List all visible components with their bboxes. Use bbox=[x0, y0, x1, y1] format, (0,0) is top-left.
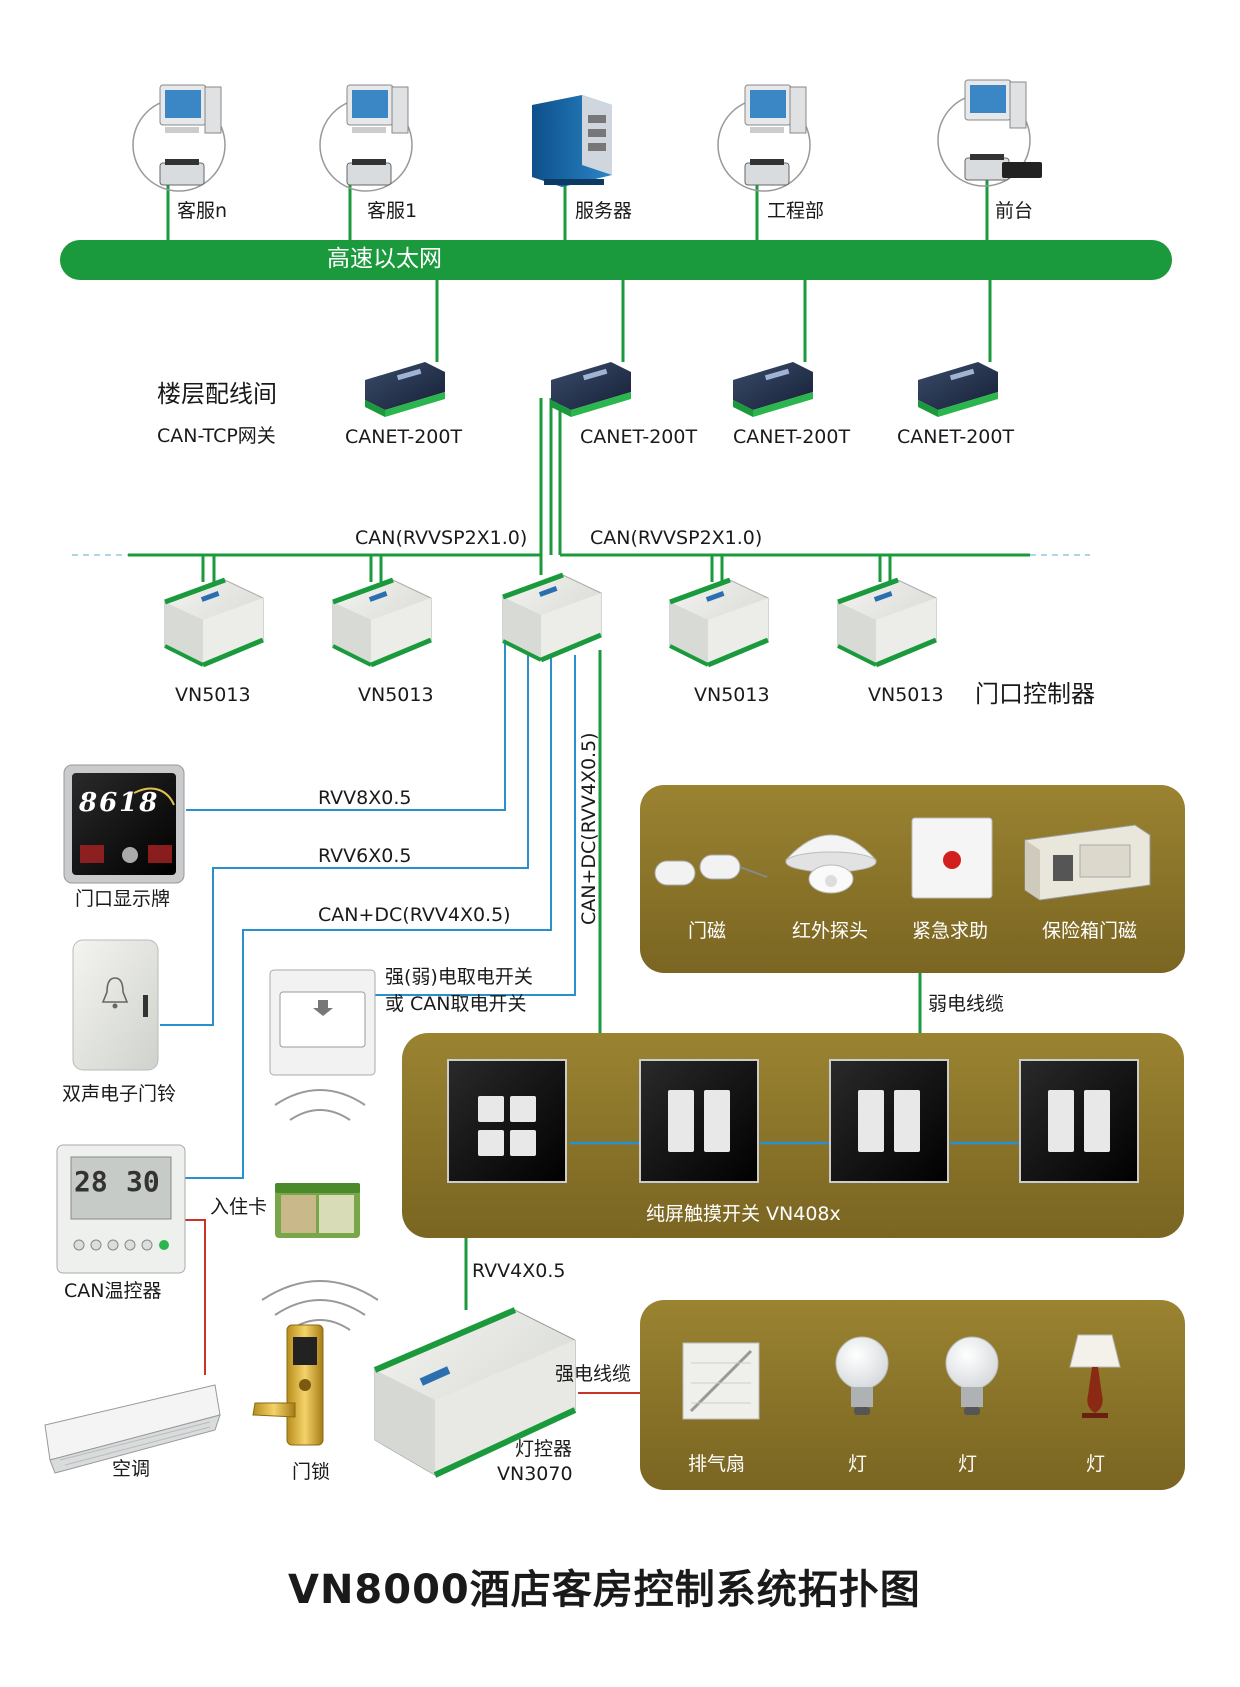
load-label: 灯 bbox=[958, 1453, 978, 1475]
doorlock-icon bbox=[252, 1324, 324, 1446]
power-cables bbox=[184, 1219, 640, 1394]
server-icon bbox=[532, 95, 612, 187]
table-lamp-icon bbox=[1069, 1334, 1121, 1418]
thermostat-temp-1: 28 bbox=[74, 1165, 108, 1198]
door-controller-icons bbox=[164, 572, 937, 668]
power-switch-label-1: 强(弱)电取电开关 bbox=[385, 966, 533, 988]
aircon-label: 空调 bbox=[112, 1458, 151, 1480]
power-switch-icon bbox=[269, 969, 376, 1076]
sensor-label: 门磁 bbox=[688, 920, 727, 942]
can-bus-label: CAN(RVVSP2X1.0) bbox=[590, 527, 763, 549]
workstation-label: 前台 bbox=[995, 200, 1034, 222]
touch-switch-icon bbox=[639, 1059, 759, 1183]
pc-printer-icon bbox=[717, 84, 811, 192]
doorlock-label: 门锁 bbox=[292, 1461, 331, 1483]
floor-room-subtitle: CAN-TCP网关 bbox=[157, 425, 276, 447]
weak-cable-label: 弱电线缆 bbox=[928, 993, 1005, 1015]
doorplate-icon bbox=[63, 764, 185, 884]
load-label: 灯 bbox=[1086, 1453, 1106, 1475]
load-panel bbox=[640, 1300, 1185, 1490]
gateway-device-icon bbox=[365, 362, 445, 417]
cable-label-vertical: CAN+DC(RVV4X0.5) bbox=[578, 732, 600, 925]
light-controller-label-1: 灯控器 bbox=[515, 1438, 573, 1460]
bulb-icon bbox=[835, 1336, 889, 1415]
doorplate-label: 门口显示牌 bbox=[75, 888, 171, 910]
door-controller-icon bbox=[164, 577, 264, 668]
door-controller-icon bbox=[502, 572, 602, 663]
keycard-label: 入住卡 bbox=[210, 1196, 268, 1218]
infrared-detector-icon bbox=[784, 834, 878, 894]
power-switch-label-2: 或 CAN取电开关 bbox=[385, 993, 527, 1015]
doorplate-number: 8618 bbox=[79, 788, 160, 818]
thermostat-temp-2: 30 bbox=[126, 1165, 160, 1198]
ethernet-bus bbox=[60, 240, 1172, 280]
floor-room-title: 楼层配线间 bbox=[157, 380, 277, 408]
light-controller-label-2: VN3070 bbox=[497, 1463, 573, 1485]
gateway-label: CANET-200T bbox=[345, 426, 463, 448]
gateway-label: CANET-200T bbox=[733, 426, 851, 448]
emergency-button-icon bbox=[911, 817, 993, 899]
thermostat-icon bbox=[56, 1144, 186, 1274]
gateway-label: CANET-200T bbox=[897, 426, 1015, 448]
workstation-label: 工程部 bbox=[767, 200, 825, 222]
door-controller-icon bbox=[332, 577, 432, 668]
cable-label: RVV8X0.5 bbox=[318, 787, 412, 809]
light-controller-icon bbox=[373, 1307, 577, 1478]
door-controller-label: VN5013 bbox=[868, 684, 944, 706]
bulb-icon bbox=[945, 1336, 999, 1415]
cable-label: RVV6X0.5 bbox=[318, 845, 412, 867]
page-title: VN8000酒店客房控制系统拓扑图 bbox=[288, 1567, 921, 1613]
load-label: 灯 bbox=[848, 1453, 868, 1475]
keycard-icon bbox=[275, 1183, 360, 1238]
touch-switch-icon bbox=[829, 1059, 949, 1183]
touch-switch-icon bbox=[1019, 1059, 1139, 1183]
door-controller-label: VN5013 bbox=[175, 684, 251, 706]
doorbell-icon bbox=[72, 939, 159, 1071]
safe-box-icon bbox=[1024, 824, 1151, 901]
aircon-icon bbox=[44, 1384, 221, 1474]
sensor-label: 保险箱门磁 bbox=[1042, 920, 1138, 942]
strong-cable-label: 强电线缆 bbox=[555, 1363, 632, 1385]
pc-printer-icon bbox=[132, 84, 226, 192]
switch-panel bbox=[402, 1033, 1184, 1238]
touch-switch-label: 纯屏触摸开关 VN408x bbox=[646, 1203, 841, 1225]
thermostat-label: CAN温控器 bbox=[64, 1280, 162, 1302]
door-controller-icon bbox=[837, 577, 937, 668]
gateway-label: CANET-200T bbox=[580, 426, 698, 448]
gateway-device-icon bbox=[733, 362, 813, 417]
pc-printer-icon bbox=[937, 79, 1042, 187]
can-bus-label: CAN(RVVSP2X1.0) bbox=[355, 527, 528, 549]
exhaust-fan-icon bbox=[682, 1342, 760, 1420]
pc-printer-icon bbox=[319, 84, 413, 192]
can-bus bbox=[128, 398, 1030, 1310]
touch-switch-icon bbox=[447, 1059, 567, 1183]
doorbell-label: 双声电子门铃 bbox=[62, 1083, 177, 1105]
touch-switch-row bbox=[447, 1059, 1139, 1183]
load-label: 排气扇 bbox=[688, 1453, 746, 1475]
door-controller-label: VN5013 bbox=[694, 684, 770, 706]
door-controller-icon bbox=[669, 577, 769, 668]
workstation-label: 客服1 bbox=[367, 200, 418, 222]
gateway-device-icon bbox=[551, 362, 631, 417]
room-cables bbox=[160, 628, 576, 1179]
door-controller-title: 门口控制器 bbox=[975, 680, 1095, 708]
sensor-label: 红外探头 bbox=[792, 920, 869, 942]
cable-label: RVV4X0.5 bbox=[472, 1260, 566, 1282]
workstation-label: 客服n bbox=[177, 200, 228, 222]
door-controller-label: VN5013 bbox=[358, 684, 434, 706]
ethernet-label: 高速以太网 bbox=[327, 246, 442, 272]
cable-label: CAN+DC(RVV4X0.5) bbox=[318, 904, 511, 926]
workstation-label: 服务器 bbox=[575, 200, 633, 222]
door-magnet-icon bbox=[654, 854, 768, 886]
sensor-label: 紧急求助 bbox=[912, 920, 989, 942]
gateway-device-icon bbox=[918, 362, 998, 417]
